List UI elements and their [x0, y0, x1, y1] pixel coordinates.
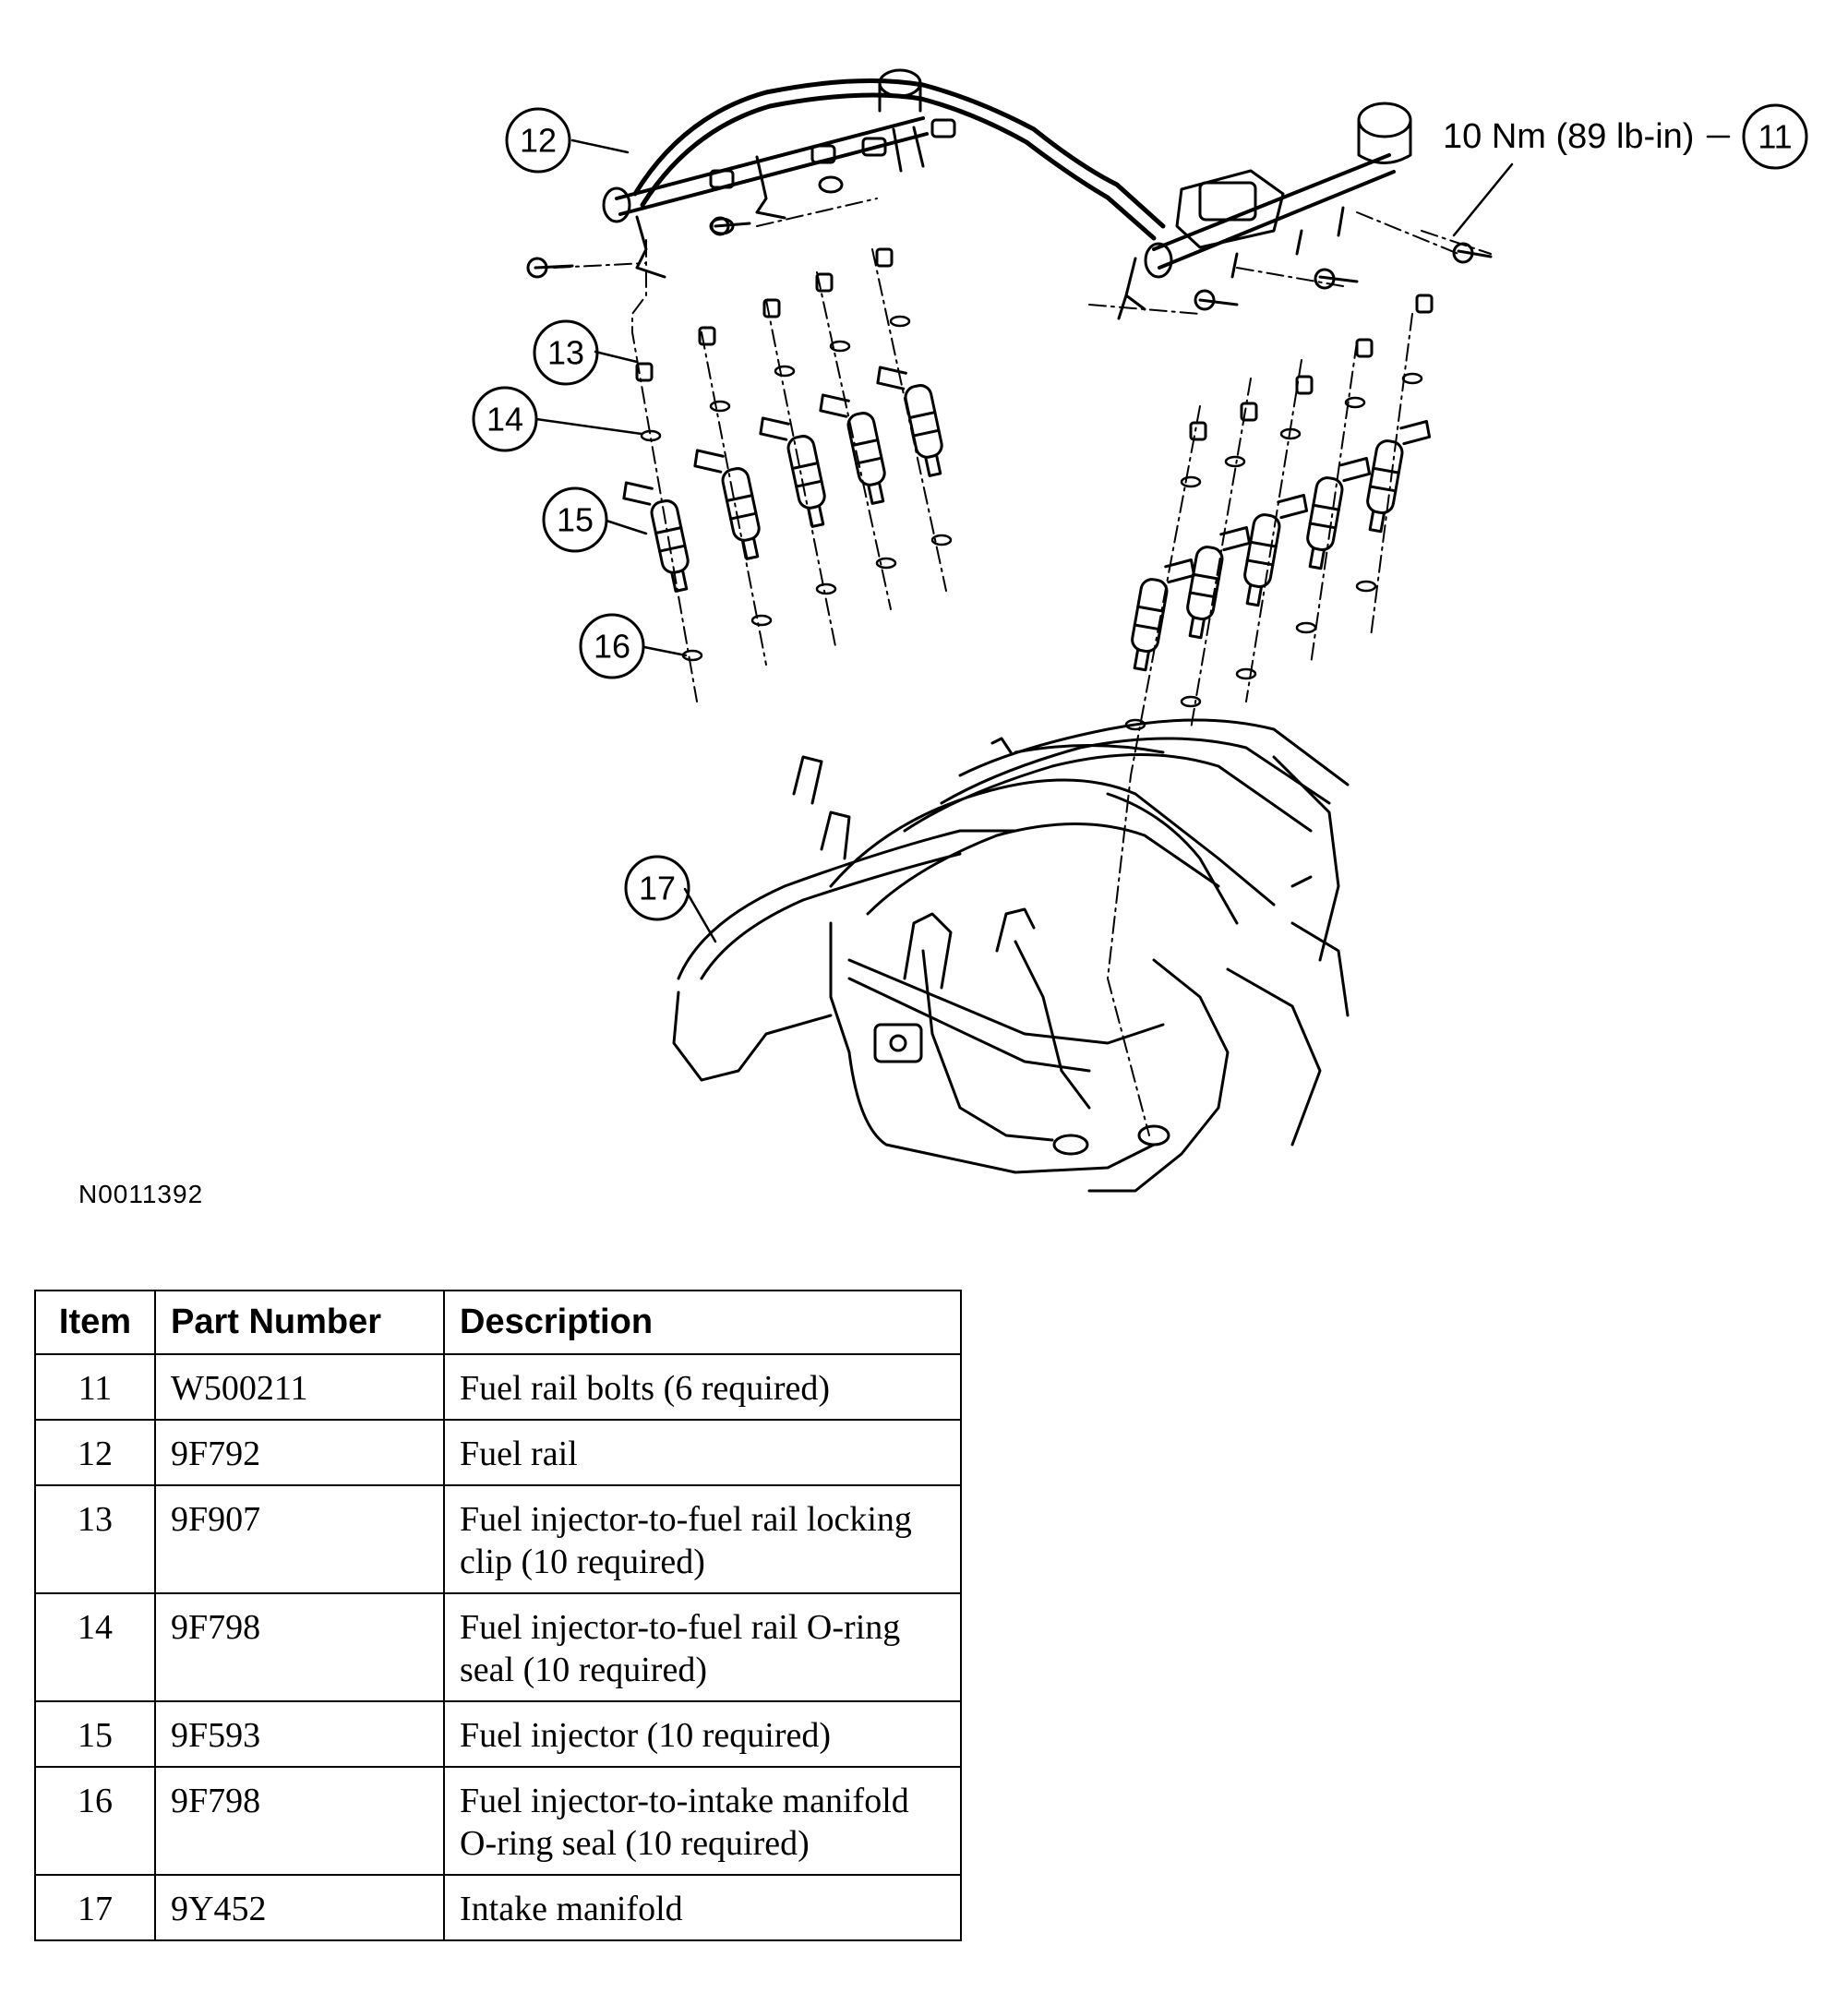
table-header-row: Item Part Number Description: [34, 1290, 962, 1355]
table-row: 15 9F593 Fuel injector (10 required): [34, 1700, 962, 1768]
callout-label-17: 17: [639, 870, 676, 907]
callout-label-15: 15: [557, 501, 594, 539]
callout-label-16: 16: [594, 628, 630, 666]
cell-item: 14: [34, 1592, 156, 1702]
fuel-rail-bolts: [526, 216, 1493, 311]
cell-description: Fuel rail: [443, 1419, 962, 1486]
callout-bubbles: [472, 103, 1808, 921]
cell-description: Intake manifold: [443, 1874, 962, 1941]
cell-part-number: W500211: [154, 1353, 445, 1421]
callout-16: [579, 613, 645, 679]
cell-item: 16: [34, 1766, 156, 1876]
callout-11: [1742, 103, 1808, 170]
parts-table: Item Part Number Description 11 W500211 …: [34, 1290, 962, 1941]
right-fuel-rail: [1117, 102, 1412, 320]
column-header-part-number: Part Number: [154, 1290, 445, 1355]
cell-item: 11: [34, 1353, 156, 1421]
cell-item: 13: [34, 1484, 156, 1594]
locking-clips: [635, 247, 1434, 441]
callout-12: [505, 107, 571, 174]
fuel-injectors: [622, 366, 1432, 672]
cell-part-number: 9F907: [154, 1484, 445, 1594]
cell-part-number: 9Y452: [154, 1874, 445, 1941]
cell-description: Fuel injector-to-fuel rail locking clip …: [443, 1484, 962, 1594]
callout-label-12: 12: [520, 122, 557, 160]
callout-label-11: 11: [1758, 118, 1792, 156]
cell-item: 17: [34, 1874, 156, 1941]
cell-description: Fuel injector-to-intake manifold O-ring …: [443, 1766, 962, 1876]
table-row: 16 9F798 Fuel injector-to-intake manifol…: [34, 1766, 962, 1876]
o-ring-seals: [640, 315, 1423, 731]
callout-label-14: 14: [486, 401, 523, 438]
assembly-lines: [553, 198, 1492, 1136]
figure-id: N0011392: [78, 1180, 204, 1208]
cell-item: 15: [34, 1700, 156, 1768]
cell-part-number: 9F792: [154, 1419, 445, 1486]
cell-description: Fuel injector-to-fuel rail O-ring seal (…: [443, 1592, 962, 1702]
leader-lines: [534, 135, 1731, 943]
callout-17: [624, 855, 690, 921]
cell-item: 12: [34, 1419, 156, 1486]
table-row: 12 9F792 Fuel rail: [34, 1419, 962, 1486]
table-row: 17 9Y452 Intake manifold: [34, 1874, 962, 1941]
left-fuel-rail: [602, 68, 1166, 279]
cell-description: Fuel rail bolts (6 required): [443, 1353, 962, 1421]
callout-13: [533, 319, 599, 386]
callout-14: [472, 386, 538, 452]
column-header-description: Description: [443, 1290, 962, 1355]
table-row: 14 9F798 Fuel injector-to-fuel rail O-ri…: [34, 1592, 962, 1702]
cell-part-number: 9F798: [154, 1766, 445, 1876]
column-header-item: Item: [34, 1290, 156, 1355]
cell-part-number: 9F593: [154, 1700, 445, 1768]
intake-manifold: [672, 718, 1350, 1193]
table-row: 11 W500211 Fuel rail bolts (6 required): [34, 1353, 962, 1421]
callout-15: [542, 486, 608, 553]
callout-label-13: 13: [547, 334, 584, 372]
exploded-view-diagram: 11 12 13 14 15 16 17 10 Nm (89 lb-in): [472, 68, 1808, 1193]
table-row: 13 9F907 Fuel injector-to-fuel rail lock…: [34, 1484, 962, 1594]
cell-description: Fuel injector (10 required): [443, 1700, 962, 1768]
cell-part-number: 9F798: [154, 1592, 445, 1702]
torque-spec-label: 10 Nm (89 lb-in): [1443, 117, 1694, 156]
